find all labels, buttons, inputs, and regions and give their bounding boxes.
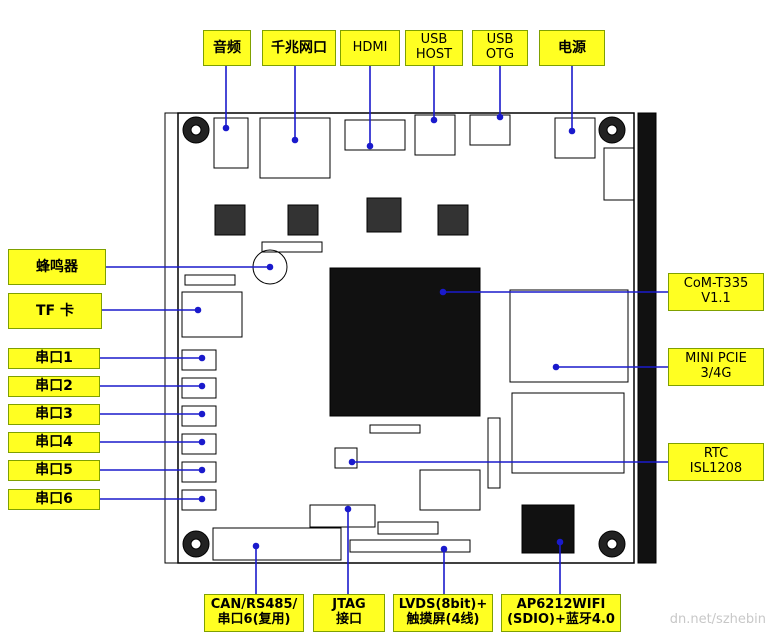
watermark: dn.net/szhebin (669, 612, 766, 627)
label-wifi-bt: AP6212WIFI (SDIO)+蓝牙4.0 (501, 594, 621, 632)
label-hdmi-text: HDMI (352, 39, 388, 55)
label-usb-otg: USB OTG (472, 30, 528, 66)
label-com-module: CoM-T335 V1.1 (668, 273, 764, 311)
label-serial-2: 串口2 (8, 376, 100, 397)
terminal-block (603, 147, 635, 201)
power-connector (554, 117, 596, 159)
label-lvds-line1: LVDS(8bit)+ (398, 597, 488, 613)
label-buzzer-text: 蜂鸣器 (36, 258, 78, 275)
label-serial-5: 串口5 (8, 460, 100, 481)
rtc-chip (334, 447, 358, 469)
label-power-text: 电源 (558, 39, 586, 56)
label-hdmi: HDMI (340, 30, 400, 66)
label-usb-host-line2: HOST (415, 47, 453, 62)
label-usb-otg-line1: USB (486, 32, 514, 48)
label-com-module-line2: V1.1 (701, 291, 731, 306)
label-serial-2-text: 串口2 (35, 378, 73, 395)
label-usb-host-line1: USB (420, 32, 448, 48)
label-lvds: LVDS(8bit)+ 触摸屏(4线) (393, 594, 493, 632)
label-jtag: JTAG 接口 (313, 594, 385, 632)
label-lvds-line2: 触摸屏(4线) (406, 612, 480, 627)
label-jtag-line2: 接口 (335, 612, 362, 627)
label-can-rs485-line2: 串口6(复用) (217, 612, 291, 627)
label-usb-otg-line2: OTG (485, 47, 515, 62)
label-serial-4-text: 串口4 (35, 434, 73, 451)
label-tf-card-text: TF 卡 (36, 302, 74, 319)
jtag-header (309, 504, 376, 528)
board-right-rail (637, 112, 657, 564)
label-wifi-bt-line2: (SDIO)+蓝牙4.0 (507, 612, 615, 627)
mini-pcie-slot (509, 289, 629, 383)
label-mini-pcie: MINI PCIE 3/4G (668, 348, 764, 386)
label-can-rs485-line1: CAN/RS485/ (210, 597, 298, 613)
serial-headers (181, 349, 217, 511)
wifi-chip (521, 504, 575, 554)
label-gigabit-port: 千兆网口 (262, 30, 336, 66)
usb-host-connector (414, 114, 456, 156)
can-connector (212, 527, 342, 561)
label-com-module-line1: CoM-T335 (683, 276, 749, 292)
tf-card-slot (181, 291, 243, 338)
label-tf-card: TF 卡 (8, 293, 102, 329)
label-audio: 音频 (203, 30, 251, 66)
label-serial-3-text: 串口3 (35, 406, 73, 423)
label-usb-host: USB HOST (405, 30, 463, 66)
label-wifi-bt-line1: AP6212WIFI (516, 597, 606, 613)
label-serial-6: 串口6 (8, 489, 100, 510)
label-serial-3: 串口3 (8, 404, 100, 425)
lvds-connector (349, 539, 471, 553)
audio-jack (213, 117, 249, 169)
label-mini-pcie-line1: MINI PCIE (685, 351, 747, 367)
label-can-rs485: CAN/RS485/ 串口6(复用) (204, 594, 304, 632)
label-serial-6-text: 串口6 (35, 491, 73, 508)
label-rtc-line1: RTC (703, 446, 729, 462)
label-mini-pcie-line2: 3/4G (700, 366, 732, 381)
label-serial-1-text: 串口1 (35, 350, 73, 367)
label-rtc-line2: ISL1208 (689, 461, 743, 476)
label-serial-1: 串口1 (8, 348, 100, 369)
label-jtag-line1: JTAG (332, 597, 366, 613)
label-rtc: RTC ISL1208 (668, 443, 764, 481)
label-power: 电源 (539, 30, 605, 66)
label-buzzer: 蜂鸣器 (8, 249, 106, 285)
label-audio-text: 音频 (213, 39, 241, 56)
com-module-chip (329, 267, 481, 417)
label-serial-4: 串口4 (8, 432, 100, 453)
board-left-edge (164, 112, 179, 564)
label-gigabit-port-text: 千兆网口 (271, 39, 327, 56)
hdmi-connector (344, 119, 406, 151)
label-serial-5-text: 串口5 (35, 462, 73, 479)
usb-otg-connector (469, 114, 511, 146)
mounting-holes (182, 116, 626, 558)
